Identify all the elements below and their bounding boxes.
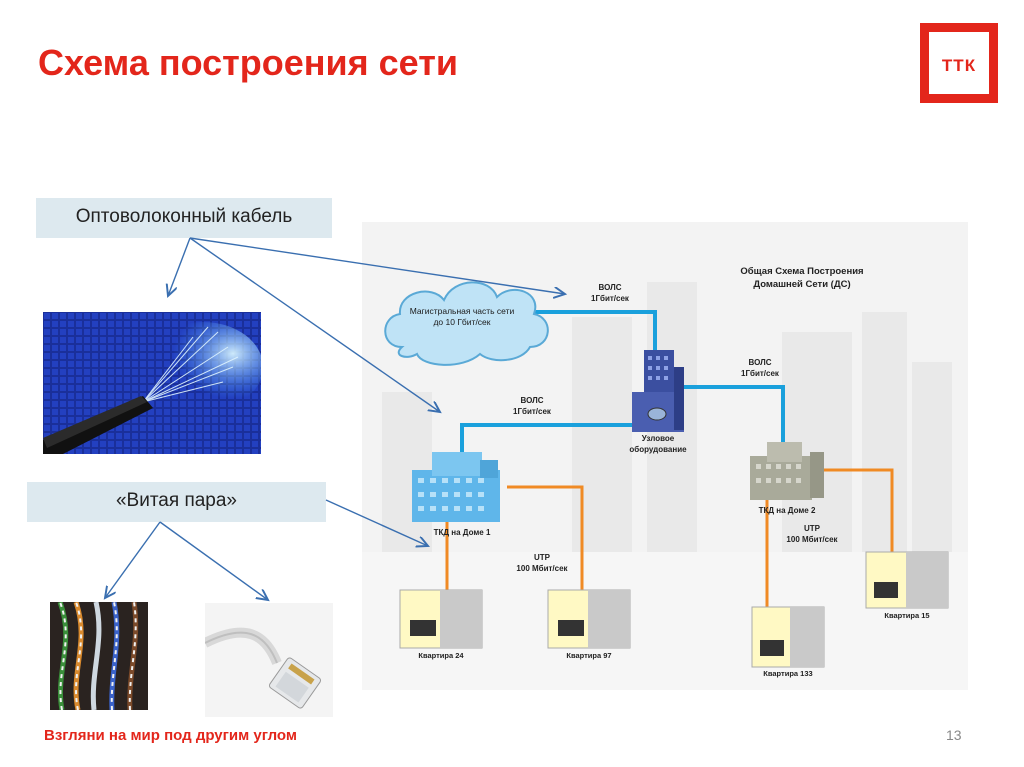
node-label-2: оборудование: [629, 445, 687, 454]
link-top-label-1: ВОЛС: [599, 283, 622, 292]
twisted-pair-photo: [50, 602, 148, 710]
network-diagram: Магистральная часть сети до 10 Гбит/сек …: [362, 222, 968, 690]
house2-label: ТКД на Доме 2: [759, 506, 816, 515]
fiber-callout: Оптоволоконный кабель: [36, 198, 332, 238]
utp-right-label-1: UTP: [804, 524, 821, 533]
apartment-label: Квартира 15: [884, 611, 929, 620]
node-building-icon: [632, 350, 684, 432]
apartment-label: Квартира 97: [566, 651, 611, 660]
node-label-1: Узловое: [642, 434, 675, 443]
link-top-label-2: 1Гбит/сек: [591, 294, 630, 303]
arrow-to-fiber-photo: [168, 237, 191, 296]
backbone-cloud: Магистральная часть сети до 10 Гбит/сек: [384, 281, 549, 366]
apartment-97: Квартира 97: [547, 589, 631, 660]
house2-building-icon: [750, 442, 824, 500]
link-right-label-1: ВОЛС: [749, 358, 772, 367]
twisted-pair-callout-label: «Витая пара»: [115, 490, 238, 511]
ttk-logo: ТТК: [920, 23, 998, 103]
fiber-optic-photo: [43, 312, 261, 454]
arrow-to-twisted-photo: [105, 521, 161, 598]
apartment-15: Квартира 15: [865, 551, 949, 620]
page-number: 13: [946, 727, 962, 743]
apartment-133: Квартира 133: [751, 606, 825, 678]
rj45-plug-photo: [205, 603, 333, 717]
cloud-label-1: Магистральная часть сети: [410, 306, 515, 316]
link-right-label-2: 1Гбит/сек: [741, 369, 780, 378]
utp-links: [445, 468, 894, 607]
cloud-label-2: до 10 Гбит/сек: [433, 317, 490, 327]
utp-left-label-1: UTP: [534, 553, 551, 562]
fiber-callout-label: Оптоволоконный кабель: [75, 206, 293, 227]
page-title: Схема построения сети: [38, 42, 458, 83]
footer-slogan: Взгляни на мир под другим углом: [44, 727, 297, 744]
twisted-pair-callout: «Витая пара»: [27, 482, 326, 522]
diagram-title-2: Домашней Сети (ДС): [753, 279, 850, 290]
apartment-24: Квартира 24: [399, 589, 483, 660]
diagram-title-1: Общая Схема Построения: [740, 266, 863, 277]
link-left-label-2: 1Гбит/сек: [513, 407, 552, 416]
utp-left-label-2: 100 Мбит/сек: [516, 564, 568, 573]
house1-label: ТКД на Доме 1: [434, 528, 491, 537]
logo-text: ТТК: [941, 56, 977, 75]
arrow-to-plug-photo: [159, 521, 268, 600]
apartment-label: Квартира 133: [763, 669, 812, 678]
apartment-label: Квартира 24: [418, 651, 464, 660]
link-left-label-1: ВОЛС: [521, 396, 544, 405]
utp-right-label-2: 100 Мбит/сек: [786, 535, 838, 544]
